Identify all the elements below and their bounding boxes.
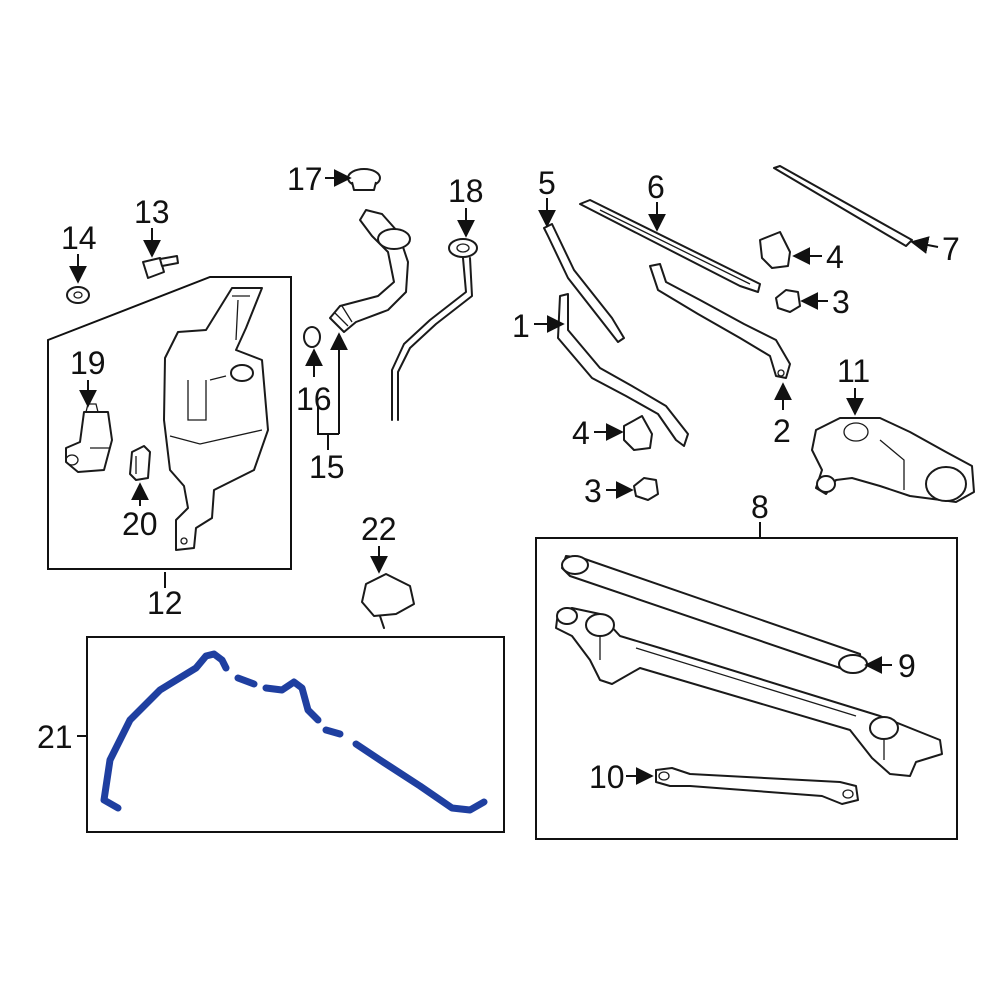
washer-pump-part-19 — [65, 403, 113, 473]
callout-10: 10 — [589, 759, 625, 795]
wiper-blade-part-6 — [579, 199, 761, 293]
callout-2: 2 — [773, 413, 791, 449]
callout-21: 21 — [37, 719, 73, 755]
o-ring-part-16 — [303, 326, 321, 348]
callout-19: 19 — [70, 345, 106, 381]
blade-refill-part-7 — [773, 165, 913, 247]
pivot-cap-part-4-lower — [623, 415, 653, 451]
callout-20: 20 — [122, 506, 158, 542]
callout-3-upper: 3 — [832, 284, 850, 320]
callout-16: 16 — [296, 381, 332, 417]
filler-cap-part-17 — [347, 168, 381, 191]
nut-part-3-upper — [775, 289, 801, 313]
callout-3-lower: 3 — [584, 473, 602, 509]
bolt-part-13 — [142, 255, 179, 279]
wiper-blade-part-5 — [543, 223, 625, 343]
wiper-motor-part-11 — [811, 417, 975, 503]
callout-7: 7 — [942, 231, 960, 267]
hose-group-box — [86, 636, 505, 833]
grommet-part-20 — [129, 445, 151, 481]
callout-12: 12 — [147, 585, 183, 621]
grommet-tube-part-18 — [391, 238, 478, 421]
callout-5: 5 — [538, 165, 556, 201]
nut-part-3-lower — [633, 477, 659, 501]
callout-15: 15 — [309, 449, 345, 485]
callout-labels: 1 2 3 3 4 4 5 6 7 8 9 10 11 12 13 14 15 … — [37, 161, 960, 795]
callout-4-lower: 4 — [572, 415, 590, 451]
wiper-linkage-part-8 — [555, 607, 943, 777]
callout-1: 1 — [512, 308, 530, 344]
leader-lines — [69, 169, 939, 785]
washer-part-14 — [66, 286, 90, 304]
washer-nozzle-part-22 — [361, 573, 415, 629]
callout-4-upper: 4 — [826, 239, 844, 275]
linkage-group-box — [535, 537, 958, 840]
washer-reservoir — [163, 287, 269, 551]
wiper-arm-part-1 — [557, 293, 689, 447]
washer-hose-part-21 — [100, 650, 488, 814]
drive-link-part-9 — [561, 555, 868, 674]
crank-link-part-10 — [655, 767, 859, 805]
callout-8: 8 — [751, 489, 769, 525]
callout-18: 18 — [448, 173, 484, 209]
callout-17: 17 — [287, 161, 323, 197]
filler-neck-part-15 — [329, 209, 411, 333]
callout-9: 9 — [898, 648, 916, 684]
callout-6: 6 — [647, 169, 665, 205]
callout-14: 14 — [61, 220, 97, 256]
wiper-arm-part-2 — [649, 263, 791, 379]
pivot-cap-part-4-upper — [759, 231, 791, 269]
reservoir-group-box — [47, 276, 292, 570]
callout-11: 11 — [837, 353, 870, 389]
callout-13: 13 — [134, 194, 170, 230]
callout-22: 22 — [361, 511, 397, 547]
